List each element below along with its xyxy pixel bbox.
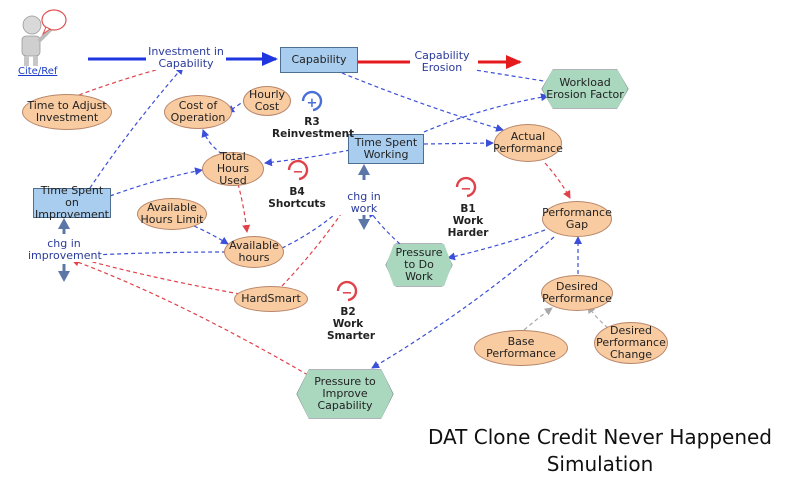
cite-ref-link[interactable]: Cite/Ref — [18, 66, 58, 77]
loop-b2-name: Work Smarter — [327, 318, 376, 342]
loop-symbol-b1: − — [455, 176, 477, 198]
title-line-2: Simulation — [546, 452, 654, 476]
loop-r3-label: R3 Reinvestment — [272, 116, 355, 140]
cost-of-operation-node[interactable]: Cost of Operation — [164, 95, 232, 129]
loop-r3-id: R3 — [304, 116, 320, 128]
loop-b1-label: B1 Work Harder — [440, 203, 496, 239]
loop-b4-label: B4 Shortcuts — [262, 186, 332, 210]
loop-b4-name: Shortcuts — [268, 198, 326, 210]
total-hours-used-node[interactable]: Total Hours Used — [202, 151, 264, 187]
loop-symbol-b2: − — [336, 280, 358, 302]
desired-performance-change-node[interactable]: Desired Performance Change — [594, 322, 668, 364]
loop-symbol-b4: − — [287, 159, 309, 181]
loop-symbol-r3: + — [301, 90, 323, 112]
svg-text:−: − — [461, 182, 472, 197]
pressure-to-improve-capability-node[interactable]: Pressure to Improve Capability — [297, 370, 393, 418]
svg-text:−: − — [293, 165, 304, 180]
pressure-to-do-work-node[interactable]: Pressure to Do Work — [386, 244, 452, 286]
time-to-adjust-investment-node[interactable]: Time to Adjust Investment — [22, 94, 112, 130]
desired-performance-node[interactable]: Desired Performance — [541, 275, 613, 311]
time-spent-on-improvement-stock[interactable]: Time Spent on Improvement — [33, 184, 111, 221]
hardsmart-node[interactable]: HardSmart — [234, 286, 308, 312]
time-spent-working-stock[interactable]: Time Spent Working — [348, 134, 424, 164]
svg-text:−: − — [342, 286, 353, 301]
base-performance-node[interactable]: Base Performance — [474, 330, 568, 366]
capability-erosion-flow[interactable]: Capability Erosion — [410, 50, 474, 74]
hourly-cost-node[interactable]: Hourly Cost — [243, 86, 291, 116]
performance-gap-node[interactable]: Performance Gap — [542, 201, 612, 237]
available-hours-node[interactable]: Available hours — [224, 236, 284, 268]
svg-text:+: + — [307, 96, 318, 111]
loop-r3-name: Reinvestment — [272, 128, 355, 140]
loop-b2-id: B2 — [340, 306, 356, 318]
workload-erosion-factor-node[interactable]: Workload Erosion Factor — [542, 70, 628, 108]
loop-b1-id: B1 — [460, 203, 476, 215]
loop-b1-name: Work Harder — [447, 215, 489, 239]
capability-stock[interactable]: Capability — [280, 47, 358, 73]
diagram-title: DAT Clone Credit Never Happened Simulati… — [400, 424, 800, 478]
available-hours-limit-node[interactable]: Available Hours Limit — [137, 198, 207, 230]
loop-b2-label: B2 Work Smarter — [320, 306, 376, 342]
chg-in-improvement-flow[interactable]: chg in improvement — [28, 237, 102, 262]
investment-in-capability-flow[interactable]: Investment in Capability — [146, 46, 226, 70]
actual-performance-node[interactable]: Actual Performance — [493, 124, 563, 162]
chg-in-work-flow[interactable]: chg in work — [334, 191, 394, 215]
presenter-icon[interactable] — [21, 9, 67, 66]
loop-b4-id: B4 — [289, 186, 305, 198]
title-line-1: DAT Clone Credit Never Happened — [427, 425, 772, 449]
